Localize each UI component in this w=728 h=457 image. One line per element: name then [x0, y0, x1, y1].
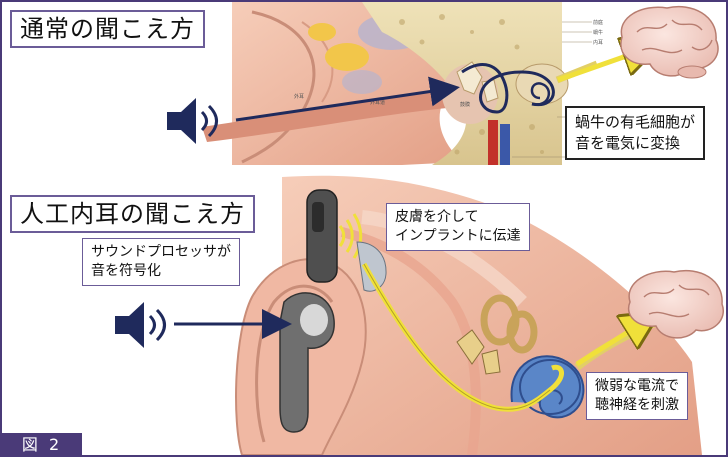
cochlear-implant-title: 人工内耳の聞こえ方 — [10, 195, 255, 233]
skin-callout-line-2: インプラントに伝達 — [395, 227, 521, 246]
hair-cell-callout-line-2: 音を電気に変換 — [575, 133, 695, 154]
svg-text:前庭: 前庭 — [593, 19, 603, 26]
nerve-callout: 微弱な電流で 聴神経を刺激 — [586, 372, 688, 420]
processor-callout: サウンドプロセッサが 音を符号化 — [82, 238, 240, 286]
svg-text:鼓膜: 鼓膜 — [460, 101, 470, 108]
processor-callout-line-2: 音を符号化 — [91, 262, 231, 281]
figure-label: 図 2 — [2, 433, 82, 457]
external-coil — [307, 190, 337, 282]
nerve-callout-line-2: 聴神経を刺激 — [595, 396, 679, 415]
hair-cell-callout-line-1: 蝸牛の有毛細胞が — [575, 112, 695, 133]
normal-hearing-title: 通常の聞こえ方 — [10, 10, 205, 48]
skin-callout: 皮膚を介して インプラントに伝達 — [386, 203, 530, 251]
svg-text:蝸牛: 蝸牛 — [593, 29, 603, 36]
svg-text:内耳: 内耳 — [593, 39, 603, 46]
svg-text:外耳: 外耳 — [294, 93, 304, 100]
hair-cell-callout: 蝸牛の有毛細胞が 音を電気に変換 — [565, 106, 705, 160]
skin-callout-line-1: 皮膚を介して — [395, 208, 521, 227]
nerve-callout-line-1: 微弱な電流で — [595, 377, 679, 396]
processor-callout-line-1: サウンドプロセッサが — [91, 243, 231, 262]
brain-icon — [621, 7, 718, 78]
speaker-icon-bottom — [115, 302, 165, 348]
